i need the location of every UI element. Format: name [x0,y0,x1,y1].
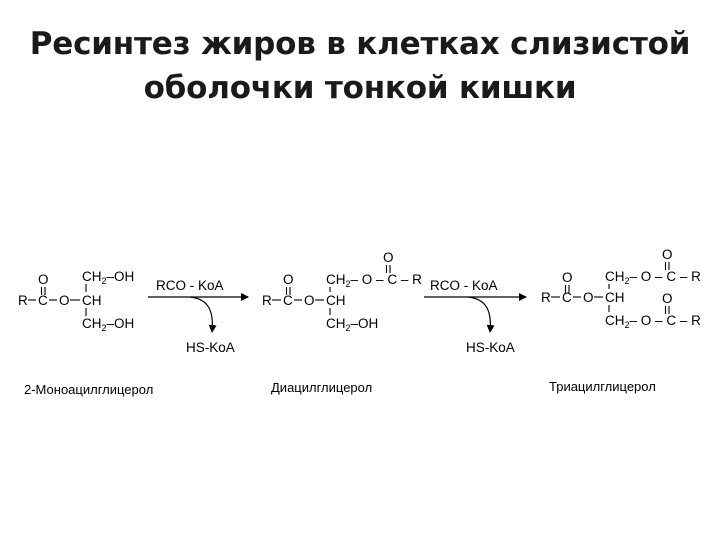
mono-ch2-top: CH2–OH [82,269,134,286]
diacylglycerol-structure: O R C O CH O CH2– O – C – R CH2–OH [262,250,422,333]
mono-carbonyl-o: O [38,272,49,287]
title-line-2: оболочки тонкой кишки [143,70,577,106]
slide-title: Ресинтез жиров в клетках слизистой оболо… [0,22,720,110]
reaction-arrow-1: RCO - KoA HS-KoA [148,278,249,355]
arrow2-product: HS-KoA [466,340,515,355]
title-line-1: Ресинтез жиров в клетках слизистой [29,26,691,62]
di-o: O [304,293,315,308]
tri-ch: CH [605,290,625,305]
arrow1-product: HS-KoA [186,340,235,355]
triacylglycerol-structure: O R C O CH O CH2– O – C – R O CH2– O – C… [541,247,701,330]
monoacylglycerol-structure: O R C O CH CH2–OH CH2–OH [18,269,134,333]
mono-c: C [38,293,48,308]
mono-ch: CH [82,293,102,308]
mono-ch2-bottom: CH2–OH [82,316,134,333]
arrow1-reagent: RCO - KoA [156,278,224,293]
caption-diacylglycerol: Диацилглицерол [271,380,372,395]
caption-monoacylglycerol: 2-Моноацилглицерол [24,382,153,397]
di-carbonyl-o: O [283,272,294,287]
tri-ch2-top: CH2– O – C – R [605,269,701,286]
tri-c: C [562,290,572,305]
tri-ch2-bottom: CH2– O – C – R [605,313,701,330]
tri-r: R [541,290,551,305]
di-c: C [283,293,293,308]
tri-carbonyl-o: O [562,270,573,285]
caption-triacylglycerol: Триацилглицерол [549,379,656,394]
reaction-arrow-2: RCO - KoA HS-KoA [424,278,527,355]
di-ch2-top: CH2– O – C – R [326,272,422,289]
arrow2-reagent: RCO - KoA [430,278,498,293]
mono-o: O [59,293,70,308]
mono-r: R [18,293,28,308]
di-r: R [262,293,272,308]
tri-o: O [583,290,594,305]
tri-ester2-carbonyl-o: O [662,291,673,306]
di-ester-carbonyl-o: O [383,250,394,265]
di-ch2-bottom: CH2–OH [326,316,378,333]
tri-ester1-carbonyl-o: O [662,247,673,262]
di-ch: CH [326,293,346,308]
